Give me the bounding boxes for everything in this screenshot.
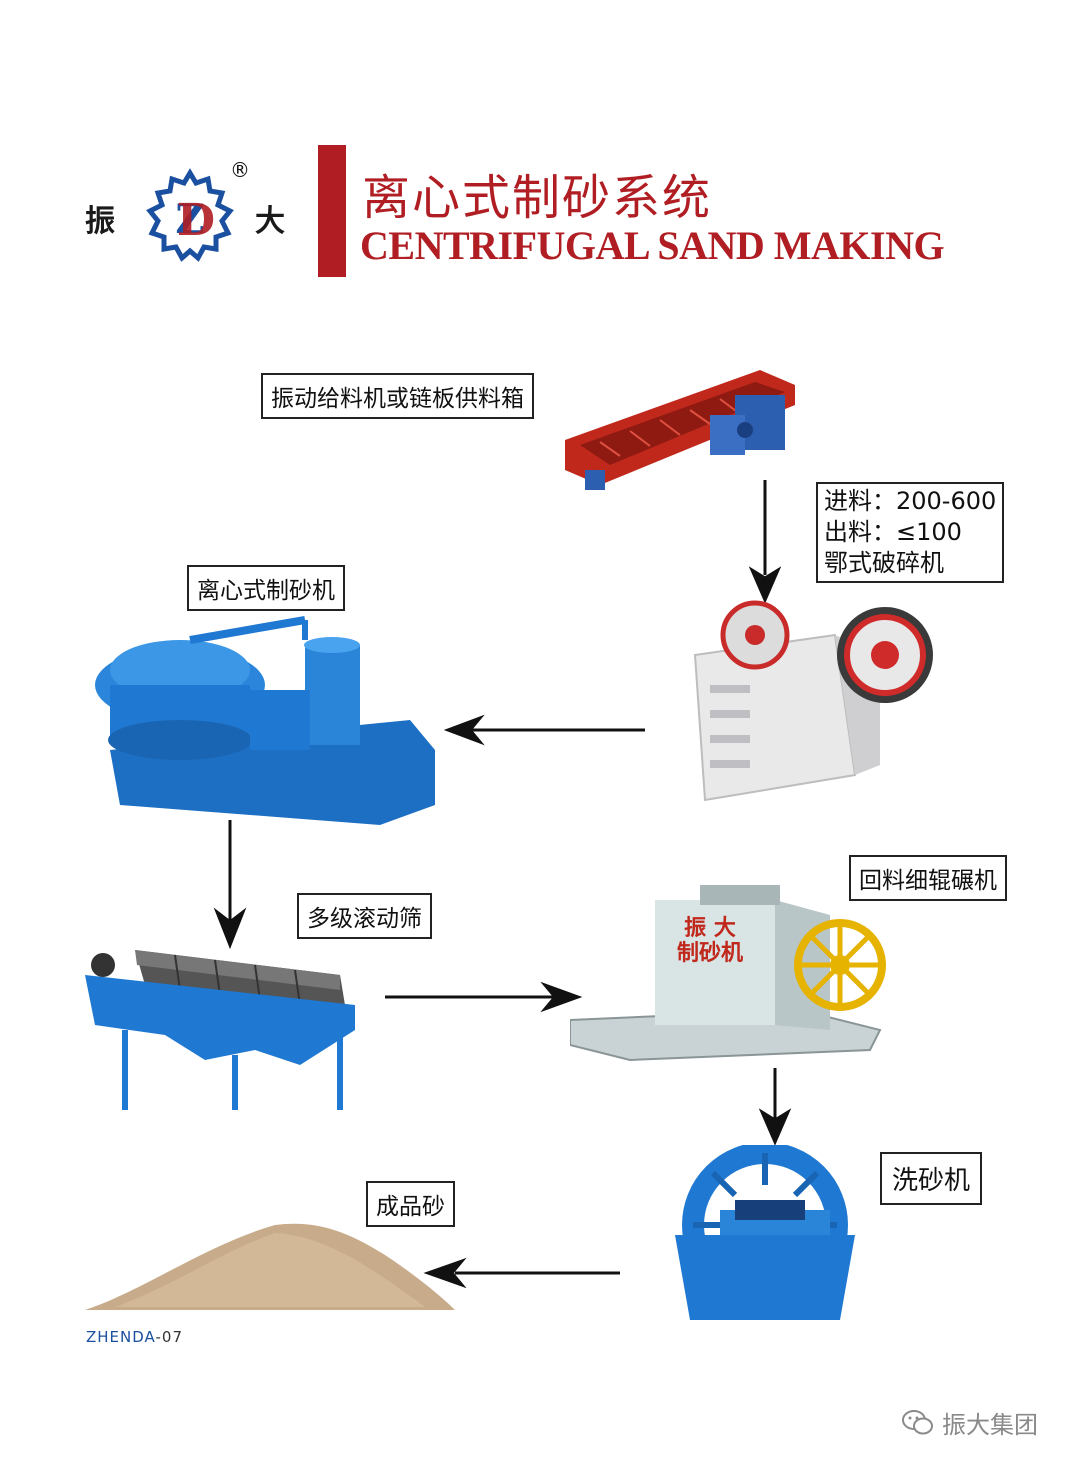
registered-mark: ®	[230, 158, 250, 182]
centrifugal-sand-maker-image	[95, 616, 435, 825]
vibrating-feeder-image	[565, 370, 795, 490]
wechat-watermark: 振大集团	[902, 1405, 1038, 1440]
jaw-spec-name: 鄂式破碎机	[824, 549, 944, 577]
jaw-spec-output: 出料：≤100	[824, 518, 962, 546]
label-vibrating-feeder: 振动给料机或链板供料箱	[261, 373, 534, 419]
label-drum-screen: 多级滚动筛	[297, 893, 432, 939]
jaw-crusher-spec: 进料：200-600 出料：≤100 鄂式破碎机	[816, 482, 1005, 583]
catalog-code-prefix: ZHENDA	[86, 1328, 156, 1346]
sand-washer-image	[675, 1145, 855, 1320]
svg-text:Z: Z	[175, 196, 204, 243]
jaw-spec-feed: 进料：200-600	[824, 487, 997, 515]
label-roller-crusher: 回料细辊碾机	[849, 855, 1007, 901]
drum-screen-image	[85, 950, 355, 1110]
jaw-crusher-image	[693, 600, 933, 802]
page-title-en: CENTRIFUGAL SAND MAKING	[360, 223, 945, 268]
roller-crusher-image: 振 大 制砂机	[570, 885, 886, 1062]
watermark-text: 振大集团	[942, 1411, 1038, 1439]
roller-text-middle: 制砂机	[677, 940, 743, 966]
logo-text-right: 大	[255, 204, 285, 239]
label-centrifugal-sand-maker: 离心式制砂机	[187, 565, 345, 611]
svg-text:D: D	[177, 195, 215, 246]
header: 振 Z D ® 大 离心式制砂系统 CENTRIFUGAL SAND MAKIN…	[0, 0, 1080, 300]
wechat-icon	[902, 1409, 933, 1434]
catalog-code-suffix: -07	[155, 1328, 183, 1346]
label-sand-washer: 洗砂机	[880, 1152, 983, 1205]
zhenda-logo: Z D	[146, 168, 234, 262]
catalog-code: ZHENDA-07	[86, 1328, 183, 1346]
page-title-cn: 离心式制砂系统	[362, 170, 713, 226]
finished-sand-image	[85, 1223, 455, 1310]
logo-text-left: 振	[85, 204, 115, 239]
roller-text-top: 振 大	[684, 915, 736, 941]
title-divider	[318, 145, 346, 277]
label-finished-sand: 成品砂	[366, 1181, 455, 1227]
